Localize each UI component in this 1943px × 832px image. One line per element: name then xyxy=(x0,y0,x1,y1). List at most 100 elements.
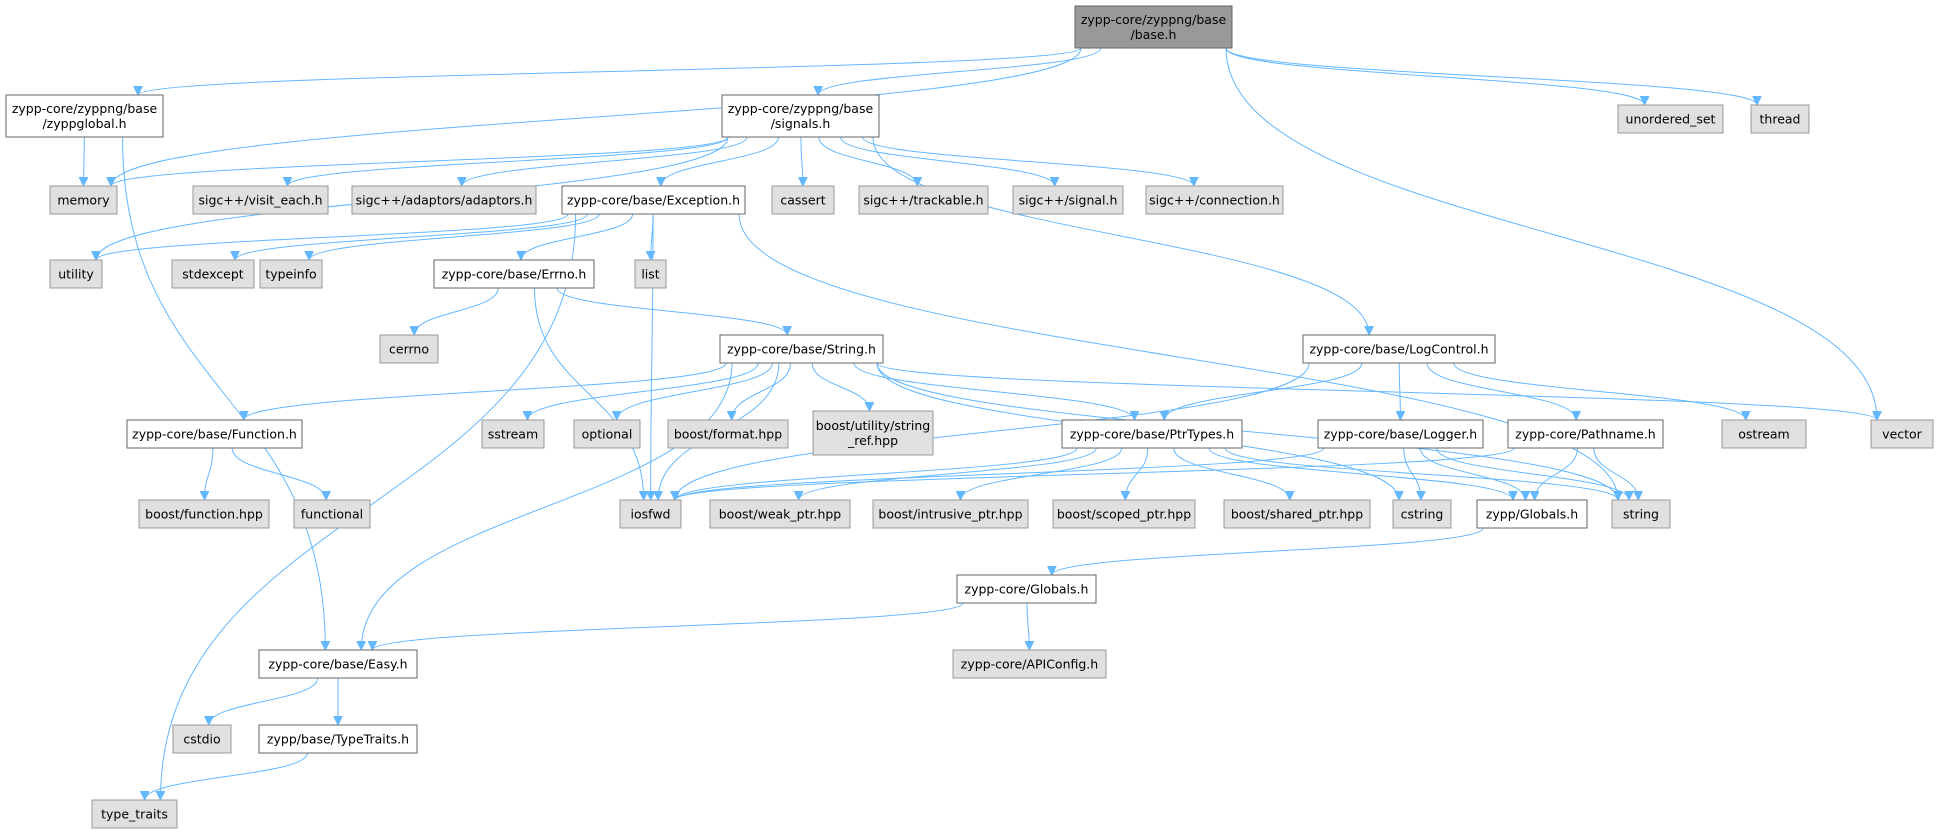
node-box xyxy=(1223,499,1371,529)
node-label: sigc++/adaptors/adaptors.h xyxy=(356,193,533,208)
node-exception_h[interactable]: zypp-core/base/Exception.h xyxy=(561,185,746,215)
edge-string_h-to-ptrtypes_h xyxy=(853,362,1134,421)
node-label: sigc++/trackable.h xyxy=(863,193,983,208)
node-signals_h[interactable]: zypp-core/zyppng/base/signals.h xyxy=(721,94,880,138)
node-boost_intrusive_ptr: boost/intrusive_ptr.hpp xyxy=(872,499,1029,529)
node-box xyxy=(721,94,880,138)
edge-ptrtypes_h-to-iosfwd xyxy=(675,447,1078,501)
edge-signals_h-to-logcontrol_h xyxy=(872,136,1369,335)
node-label: zypp-core/Globals.h xyxy=(965,582,1089,597)
node-box xyxy=(858,185,989,215)
node-box xyxy=(481,419,545,449)
node-sstream: sstream xyxy=(481,419,545,449)
edge-logger_h-to-cstring xyxy=(1403,447,1421,500)
node-function_h[interactable]: zypp-core/base/Function.h xyxy=(126,419,303,449)
node-label: zypp-core/zyppng/base xyxy=(728,101,874,116)
node-label: typeinfo xyxy=(265,267,316,282)
node-label: list xyxy=(641,267,659,282)
node-box xyxy=(138,499,270,529)
node-label: cerrno xyxy=(389,342,429,357)
node-logcontrol_h[interactable]: zypp-core/base/LogControl.h xyxy=(1302,334,1496,364)
node-box xyxy=(952,649,1107,679)
node-label: utility xyxy=(58,267,94,282)
edge-signals_h-to-trackable xyxy=(818,136,917,187)
edge-exception_h-to-typeinfo xyxy=(309,213,600,261)
node-core_globals_h[interactable]: zypp-core/Globals.h xyxy=(956,574,1097,604)
node-box xyxy=(1507,419,1664,449)
node-label: zypp-core/base/PtrTypes.h xyxy=(1070,427,1234,442)
node-zyppglobal_h[interactable]: zypp-core/zyppng/base/zyppglobal.h xyxy=(5,94,164,138)
edge-easy_h-to-cstdio xyxy=(209,677,319,726)
edge-string_h-to-vector xyxy=(876,362,1877,421)
edge-function_h-to-functional xyxy=(231,447,326,501)
node-box xyxy=(1052,499,1196,529)
node-label: thread xyxy=(1760,112,1801,127)
node-label: _ref.hpp xyxy=(847,433,898,448)
node-pathname_h[interactable]: zypp-core/Pathname.h xyxy=(1507,419,1664,449)
edge-signals_h-to-exception_h xyxy=(661,136,779,187)
node-label: boost/intrusive_ptr.hpp xyxy=(878,507,1022,522)
node-base_h[interactable]: zypp-core/zyppng/base/base.h xyxy=(1074,5,1233,49)
edge-ptrtypes_h-to-string xyxy=(1224,447,1618,501)
edge-signals_h-to-adaptors xyxy=(462,136,748,187)
node-string: string xyxy=(1611,499,1671,529)
node-typetraits_h[interactable]: zypp/base/TypeTraits.h xyxy=(258,724,418,754)
edge-exception_h-to-errno_h xyxy=(521,213,634,261)
node-boost_shared_ptr: boost/shared_ptr.hpp xyxy=(1223,499,1371,529)
node-label: cstdio xyxy=(183,732,220,747)
node-box xyxy=(1302,334,1496,364)
edge-string_h-to-easy_h xyxy=(361,362,733,650)
edge-logcontrol_h-to-logger_h xyxy=(1399,362,1400,420)
edge-base_h-to-memory xyxy=(111,47,1082,186)
node-label: zypp-core/base/Errno.h xyxy=(442,267,587,282)
node-box xyxy=(1012,185,1124,215)
node-typeinfo: typeinfo xyxy=(259,259,323,289)
node-box xyxy=(1721,419,1807,449)
node-label: unordered_set xyxy=(1626,112,1716,127)
edge-ptrtypes_h-to-boost_shared_ptr xyxy=(1173,447,1290,501)
node-label: cassert xyxy=(780,193,825,208)
node-boost_format: boost/format.hpp xyxy=(667,419,789,449)
node-box xyxy=(1870,419,1934,449)
node-ostream: ostream xyxy=(1721,419,1807,449)
node-label: ostream xyxy=(1738,427,1789,442)
edge-base_h-to-signals_h xyxy=(818,47,1102,96)
node-list: list xyxy=(634,259,667,289)
node-label: zypp/base/TypeTraits.h xyxy=(267,732,409,747)
edge-logcontrol_h-to-ostream xyxy=(1453,362,1746,421)
node-box xyxy=(259,259,323,289)
node-apiconfig_h: zypp-core/APIConfig.h xyxy=(952,649,1107,679)
node-type_traits: type_traits xyxy=(91,799,178,829)
node-box xyxy=(351,185,537,215)
edge-logger_h-to-string xyxy=(1436,447,1629,501)
node-box xyxy=(771,185,835,215)
edge-logger_h-to-iosfwd xyxy=(675,447,1325,501)
edge-logger_h-to-zypp_globals_h xyxy=(1419,447,1525,501)
node-logger_h[interactable]: zypp-core/base/Logger.h xyxy=(1317,419,1484,449)
node-box xyxy=(956,574,1097,604)
node-ptrtypes_h[interactable]: zypp-core/base/PtrTypes.h xyxy=(1061,419,1243,449)
node-label: boost/utility/string xyxy=(816,418,931,433)
node-string_h[interactable]: zypp-core/base/String.h xyxy=(719,334,884,364)
node-errno_h[interactable]: zypp-core/base/Errno.h xyxy=(433,259,595,289)
node-box xyxy=(172,724,232,754)
node-trackable: sigc++/trackable.h xyxy=(858,185,989,215)
node-cstring: cstring xyxy=(1392,499,1452,529)
node-label: optional xyxy=(582,427,633,442)
node-box xyxy=(1061,419,1243,449)
node-label: zypp-core/base/String.h xyxy=(727,342,876,357)
edge-string_h-to-boost_format xyxy=(732,362,791,421)
node-box xyxy=(126,419,303,449)
edge-function_h-to-boost_function xyxy=(205,447,214,500)
node-zypp_globals_h[interactable]: zypp/Globals.h xyxy=(1476,499,1588,529)
node-label: zypp/Globals.h xyxy=(1486,507,1578,522)
node-vector: vector xyxy=(1870,419,1934,449)
node-box xyxy=(1317,419,1484,449)
node-label: boost/weak_ptr.hpp xyxy=(719,507,842,522)
node-box xyxy=(293,499,371,529)
node-easy_h[interactable]: zypp-core/base/Easy.h xyxy=(258,649,418,679)
edge-signals_h-to-cassert xyxy=(801,136,803,186)
node-label: sigc++/signal.h xyxy=(1019,193,1118,208)
node-label: /base.h xyxy=(1131,27,1177,42)
node-box xyxy=(192,185,329,215)
